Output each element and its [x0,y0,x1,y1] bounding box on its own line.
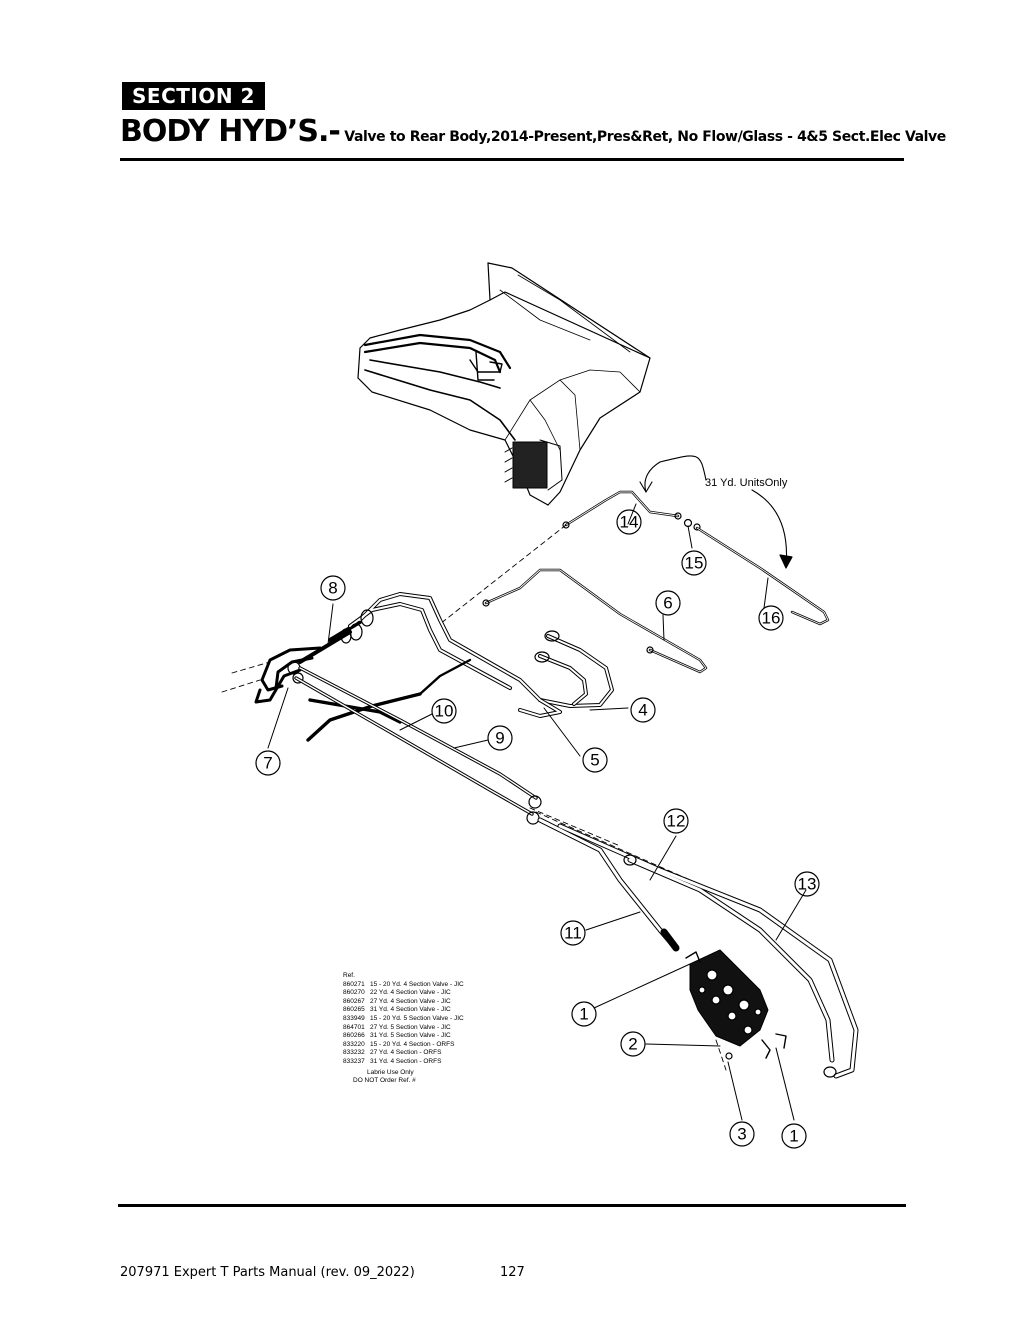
page-title: BODY HYD’S.- Valve to Rear Body,2014-Pre… [120,114,946,149]
callout-circles [255,509,820,1149]
callout-13: 13 [798,875,817,894]
callout-15: 15 [685,554,704,573]
hose-7 [254,646,322,704]
callout-9: 9 [495,729,504,748]
assembly-guides [221,524,727,1071]
do-not-order-note: DO NOT Order Ref. # [353,1077,416,1085]
hose-11 [537,817,675,947]
labrie-use-note: Labrie Use Only [367,1068,414,1076]
tube-14 [562,490,682,529]
section-label: SECTION 2 [122,82,265,110]
tube-6 [482,568,708,674]
callout-14: 14 [620,513,639,532]
tube-10 [306,692,422,742]
callout-6: 6 [663,594,672,613]
header-rule [120,158,904,161]
callout-1: 1 [579,1005,588,1024]
tube-4 [538,630,614,708]
callout-1-lower: 1 [789,1127,798,1146]
callout-4: 4 [638,701,647,720]
callout-2: 2 [628,1035,637,1054]
callout-16: 16 [762,609,781,628]
tube-8 [298,592,562,718]
leader-lines [267,503,807,1121]
page-title-main: BODY HYD’S.- [120,114,341,149]
callout-5: 5 [590,751,599,770]
page-title-subtitle: Valve to Rear Body,2014-Present,Pres&Ret… [344,129,946,145]
hose-13 [557,823,859,1079]
control-valve-block [685,949,787,1060]
footer-rule [118,1204,906,1207]
callout-8: 8 [328,579,337,598]
callout-7: 7 [263,754,272,773]
reference-table-heading: Ref. [343,972,355,979]
page-number: 127 [500,1265,525,1280]
units-note: 31 Yd. UnitsOnly [705,477,788,489]
tube-16 [695,526,830,626]
callout-11: 11 [564,924,582,943]
callout-10: 10 [435,702,454,721]
rear-body-assembly [357,262,651,506]
tube-5 [534,651,588,706]
callout-12: 12 [667,812,686,831]
manual-title: 207971 Expert T Parts Manual (rev. 09_20… [120,1265,415,1280]
callout-3: 3 [737,1125,746,1144]
callout-numbers: 14 15 8 6 16 4 10 9 7 5 12 13 11 1 2 3 1 [263,513,816,1146]
